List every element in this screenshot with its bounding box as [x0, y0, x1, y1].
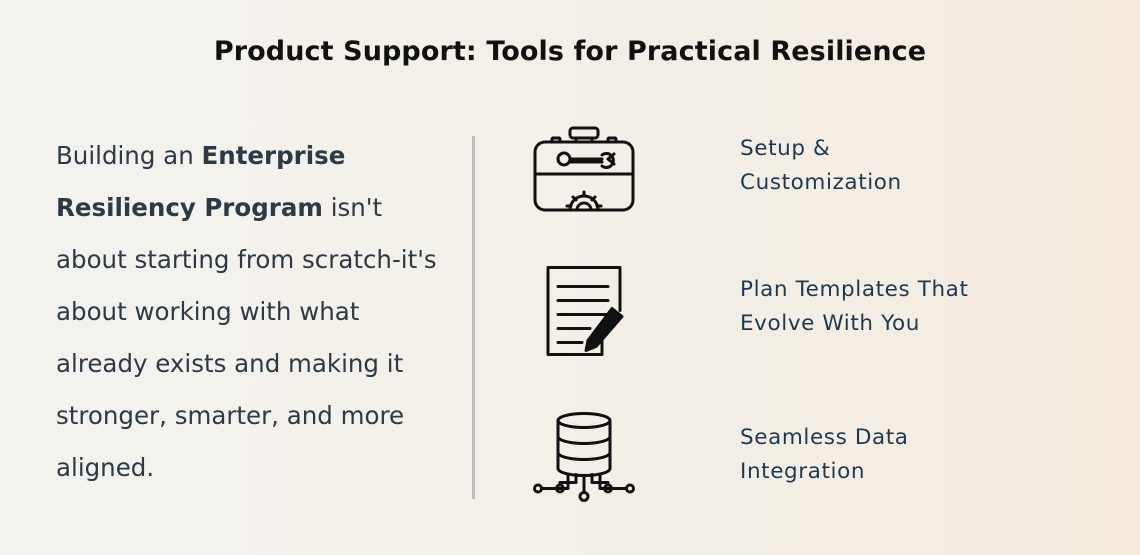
toolbox-icon [532, 120, 636, 220]
intro-text-bold: Enterprise Resiliency Program [56, 141, 346, 222]
intro-paragraph: Building an Enterprise Resiliency Progra… [56, 130, 456, 494]
intro-text-start: Building an [56, 141, 202, 170]
feature-data-integration: Seamless Data Integration [740, 421, 1060, 489]
feature-label-line2: Evolve With You [740, 311, 920, 336]
feature-templates: Plan Templates That Evolve With You [740, 273, 1060, 341]
feature-label-line1: Seamless Data [740, 425, 909, 450]
feature-label-line1: Setup & [740, 136, 831, 161]
feature-label-line2: Integration [740, 459, 866, 484]
database-icon [532, 408, 636, 508]
page-title: Product Support: Tools for Practical Res… [213, 36, 927, 67]
feature-label-line2: Customization [740, 170, 902, 195]
intro-text-end: isn't about starting from scratch-it's a… [56, 193, 437, 482]
document-pen-icon [536, 262, 640, 362]
feature-setup: Setup & Customization [740, 132, 1060, 200]
feature-label-line1: Plan Templates That [740, 277, 969, 302]
vertical-divider [472, 136, 475, 499]
